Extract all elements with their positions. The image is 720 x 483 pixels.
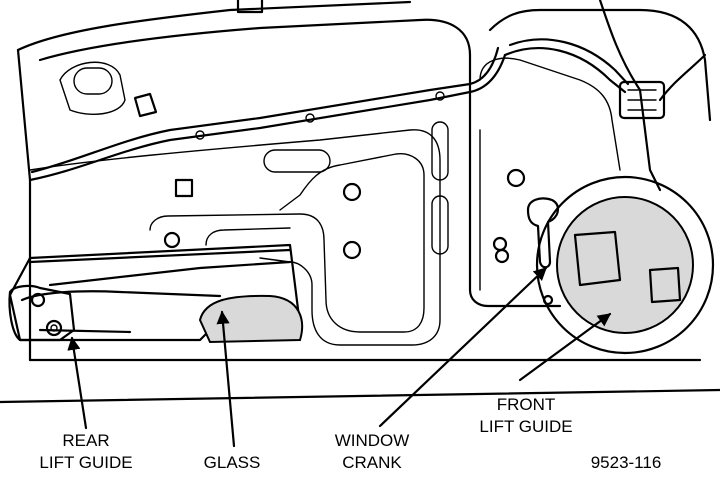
glass-panel	[8, 243, 304, 344]
speaker-access-opening	[535, 175, 715, 355]
rear-lift-guide-leader	[67, 336, 88, 430]
panel-fasteners	[163, 168, 526, 264]
rear-lift-guide-label-line2: LIFT GUIDE	[39, 453, 132, 472]
rear-lift-guide-label-line1: REAR	[62, 431, 109, 450]
front-lift-guide-label-line1: FRONT	[497, 395, 556, 414]
figure-id: 9523-116	[591, 453, 662, 472]
window-crank-leader	[378, 266, 548, 428]
front-lift-guide-label-line2: LIFT GUIDE	[479, 417, 572, 436]
front-lift-guide-leader	[518, 312, 612, 382]
leader-lines	[67, 266, 612, 448]
wiring-harness	[28, 38, 707, 182]
rear-lift-guide	[8, 284, 76, 342]
glass-leader	[216, 310, 236, 448]
window-crank-label-line2: CRANK	[342, 453, 402, 472]
door-inner-panel	[0, 0, 720, 404]
window-crank	[526, 197, 560, 306]
callout-labels: REAR LIFT GUIDE GLASS WINDOW CRANK FRONT…	[39, 395, 661, 472]
glass-label: GLASS	[204, 453, 261, 472]
window-crank-label-line1: WINDOW	[335, 431, 410, 450]
